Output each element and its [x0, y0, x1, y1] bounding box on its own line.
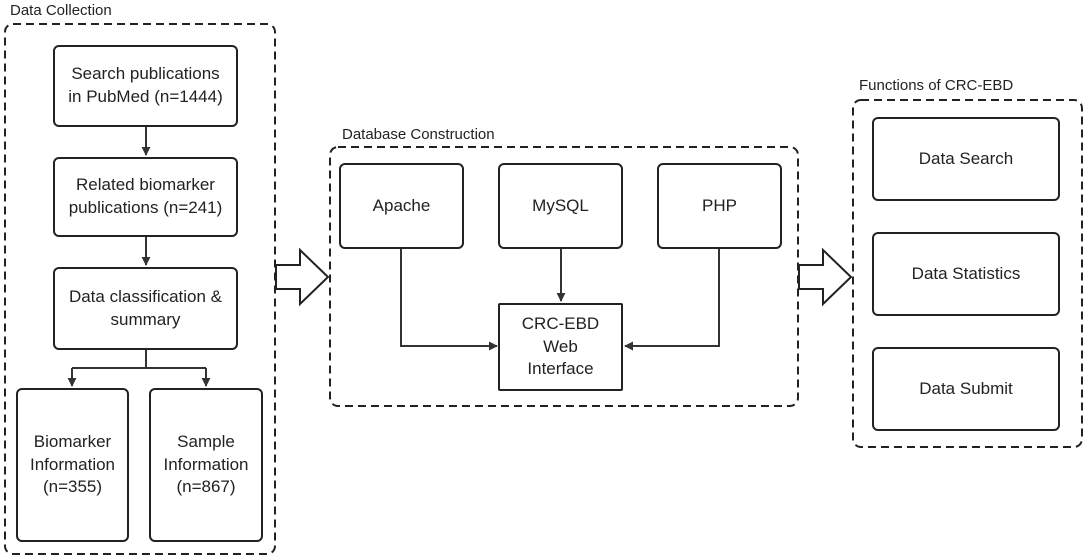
data-submit-box: Data Submit — [872, 347, 1060, 431]
search-publications-box: Search publications in PubMed (n=1444) — [53, 45, 238, 127]
sample-information-box: Sample Information (n=867) — [149, 388, 263, 542]
data-collection-title: Data Collection — [10, 2, 112, 19]
database-construction-title: Database Construction — [342, 126, 495, 143]
arrow-php-to-interface — [624, 249, 720, 351]
apache-box: Apache — [339, 163, 464, 249]
web-interface-box: CRC-EBD Web Interface — [498, 303, 623, 391]
hollow-arrow-collection-to-construction — [275, 247, 330, 307]
mysql-box: MySQL — [498, 163, 623, 249]
php-box: PHP — [657, 163, 782, 249]
data-statistics-box: Data Statistics — [872, 232, 1060, 316]
functions-group — [852, 99, 1083, 448]
biomarker-information-box: Biomarker Information (n=355) — [16, 388, 129, 542]
data-classification-box: Data classification & summary — [53, 267, 238, 350]
hollow-arrow-construction-to-functions — [798, 247, 853, 307]
functions-title: Functions of CRC-EBD — [859, 77, 1014, 94]
data-search-box: Data Search — [872, 117, 1060, 201]
arrow-apache-to-interface — [400, 249, 498, 351]
related-publications-box: Related biomarker publications (n=241) — [53, 157, 238, 237]
